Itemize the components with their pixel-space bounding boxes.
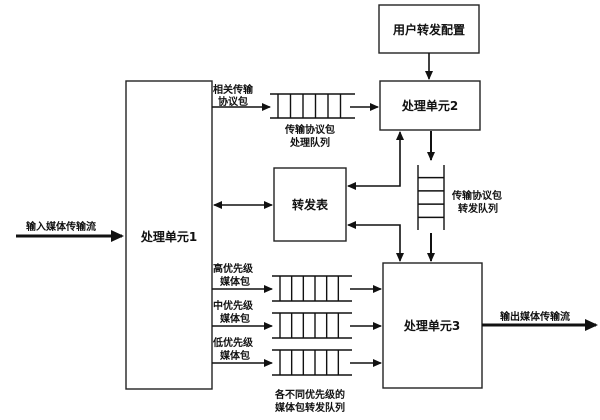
mid-label-1: 中优先级	[213, 299, 254, 312]
unit2-label: 处理单元2	[401, 98, 458, 113]
related-pkt-label-1: 相关传输	[213, 83, 254, 96]
low-priority-path: 低优先级 媒体包	[212, 336, 382, 376]
mid-label-2: 媒体包	[219, 312, 250, 325]
unit3-box: 处理单元3	[382, 262, 483, 389]
fwd-queue-label-2: 转发队列	[458, 202, 498, 215]
forward-table-box: 转发表	[273, 167, 347, 242]
fwd-queue	[417, 165, 445, 230]
high-priority-path: 高优先级 媒体包	[212, 262, 382, 302]
unit2-box: 处理单元2	[379, 80, 481, 131]
user-config-label: 用户转发配置	[392, 22, 465, 37]
high-priority-queue	[272, 275, 352, 302]
prio-queues-label-1: 各不同优先级的	[274, 388, 345, 401]
forward-table-unit2-arrow	[347, 131, 404, 190]
proc-queue-label-1: 传输协议包	[284, 123, 335, 136]
proc-queue	[270, 93, 355, 119]
output-stream-label: 输出媒体传输流	[500, 310, 570, 323]
unit1-box: 处理单元1	[125, 80, 213, 390]
high-label-1: 高优先级	[213, 262, 254, 275]
mid-priority-path: 中优先级 媒体包	[212, 299, 382, 339]
low-priority-queue	[272, 349, 352, 376]
unit1-label: 处理单元1	[140, 229, 197, 244]
fwd-queue-label-1: 传输协议包	[451, 189, 502, 202]
forward-table-unit3-arrow	[347, 221, 404, 262]
user-config-box: 用户转发配置	[378, 4, 480, 54]
unit3-label: 处理单元3	[403, 318, 460, 333]
related-pkt-label-2: 协议包	[218, 95, 248, 108]
input-stream-label: 输入媒体传输流	[26, 220, 96, 233]
proc-queue-label-2: 处理队列	[289, 136, 330, 149]
low-label-1: 低优先级	[212, 336, 254, 349]
prio-queues-label-2: 媒体包转发队列	[274, 401, 345, 414]
high-label-2: 媒体包	[219, 275, 250, 288]
mid-priority-queue	[272, 312, 352, 339]
forward-table-label: 转发表	[292, 197, 329, 212]
low-label-2: 媒体包	[219, 349, 250, 362]
